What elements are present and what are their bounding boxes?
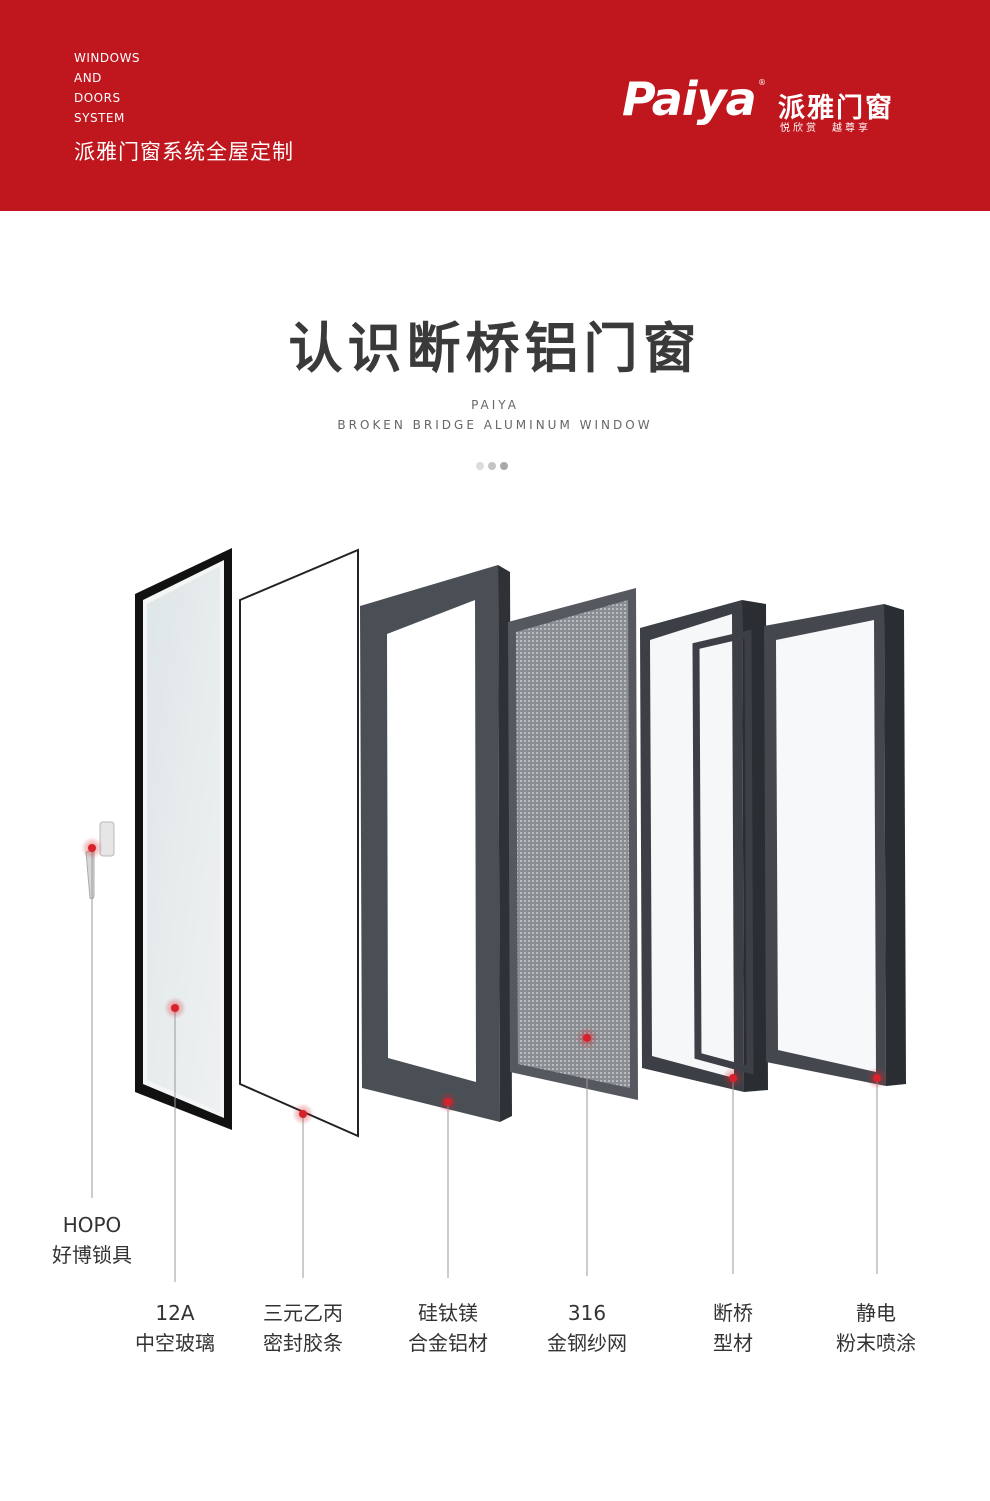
marker-lock	[81, 837, 103, 859]
leader-lines	[91, 848, 878, 1282]
pager-dots	[476, 455, 512, 474]
label-profile: 断桥 型材	[663, 1298, 803, 1358]
paiya-logo: Paiya ® 派雅门窗 悦欣赏 越尊享	[622, 74, 922, 140]
aluminum-frame-opening	[387, 600, 476, 1082]
marker-coating	[866, 1067, 888, 1089]
markers	[81, 837, 888, 1125]
panel-aluminum-frame	[360, 565, 512, 1122]
panel-thermal-break-profile	[640, 600, 768, 1092]
header-banner: WINDOWS AND DOORS SYSTEM 派雅门窗系统全屋定制 Paiy…	[0, 0, 990, 211]
label-profile-line1: 断桥	[713, 1301, 753, 1325]
sash-glass	[650, 614, 734, 1078]
logo-registered-mark: ®	[758, 78, 766, 87]
logo-wordmark: Paiya	[622, 72, 757, 126]
label-aluminum: 硅钛镁 合金铝材	[378, 1298, 518, 1358]
tagline-cn: 派雅门窗系统全屋定制	[74, 140, 294, 164]
label-coating-line1: 静电	[856, 1301, 896, 1325]
tagline-line-system: SYSTEM	[74, 111, 125, 125]
tagline: WINDOWS AND DOORS SYSTEM 派雅门窗系统全屋定制	[74, 48, 294, 166]
label-mesh: 316 金钢纱网	[517, 1298, 657, 1358]
marker-aluminum	[437, 1091, 459, 1113]
label-coating-line2: 粉末喷涂	[836, 1331, 916, 1355]
panel-mesh-screen	[508, 588, 638, 1100]
tagline-line-and: AND	[74, 71, 102, 85]
logo-slogan: 悦欣赏 越尊享	[780, 123, 871, 134]
panel-powder-coated-frame	[764, 604, 906, 1086]
outer-frame-side	[884, 604, 906, 1086]
pager-dot-2	[488, 462, 496, 470]
marker-profile	[722, 1067, 744, 1089]
tagline-line-doors: DOORS	[74, 91, 121, 105]
label-profile-line2: 型材	[713, 1331, 753, 1355]
label-aluminum-line2: 合金铝材	[408, 1331, 488, 1355]
panel-insulated-glass	[135, 548, 232, 1130]
subtitle-english: BROKEN BRIDGE ALUMINUM WINDOW	[337, 418, 653, 432]
subtitle-brand: PAIYA	[471, 398, 519, 412]
page-title: 认识断桥铝门窗	[288, 317, 702, 380]
label-seal: 三元乙丙 密封胶条	[233, 1298, 373, 1358]
panel-seal-strip	[239, 548, 359, 1138]
mesh-net	[516, 600, 630, 1088]
marker-seal	[292, 1103, 314, 1125]
label-lock-line2: 好博锁具	[52, 1243, 132, 1267]
window-handle	[85, 821, 115, 900]
label-lock: HOPO 好博锁具	[22, 1210, 162, 1270]
label-glass: 12A 中空玻璃	[105, 1298, 245, 1358]
window-exploded-diagram	[81, 548, 906, 1282]
sash-inner-frame	[692, 629, 754, 1075]
label-coating: 静电 粉末喷涂	[806, 1298, 946, 1358]
tagline-line-windows: WINDOWS	[74, 51, 141, 65]
label-lock-line1: HOPO	[62, 1213, 122, 1237]
label-glass-line1: 12A	[155, 1301, 195, 1325]
label-aluminum-line1: 硅钛镁	[418, 1301, 478, 1325]
label-seal-line2: 密封胶条	[263, 1331, 343, 1355]
label-glass-line2: 中空玻璃	[135, 1331, 215, 1355]
marker-mesh	[576, 1027, 598, 1049]
glass-pane	[147, 566, 220, 1112]
marker-glass	[164, 997, 186, 1019]
outer-frame-glass	[776, 620, 876, 1072]
pager-dot-1	[476, 462, 484, 470]
label-seal-line1: 三元乙丙	[263, 1301, 343, 1325]
handle-base	[99, 821, 115, 857]
label-mesh-line1: 316	[567, 1301, 607, 1325]
logo-name-cn: 派雅门窗	[778, 93, 894, 124]
label-mesh-line2: 金钢纱网	[547, 1331, 627, 1355]
pager-dot-3	[500, 462, 508, 470]
